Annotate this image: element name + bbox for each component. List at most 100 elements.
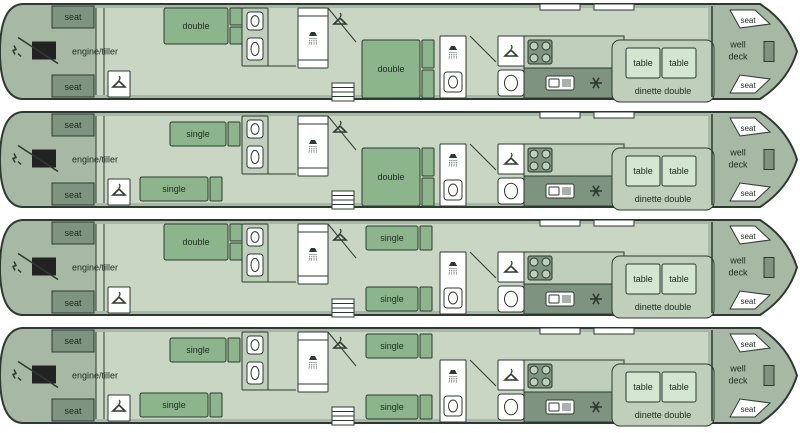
table-right-label: table	[669, 382, 689, 392]
single-bed-aft-bottom-label: single	[162, 400, 186, 410]
toilet-icon	[246, 11, 264, 31]
hatch-top	[539, 111, 581, 119]
stern-seat-top	[51, 329, 95, 353]
single-bed-aft-bottom: single	[139, 392, 223, 418]
stern-seat-bottom	[51, 290, 95, 314]
hatch-top-2	[593, 327, 635, 335]
table-right-label: table	[669, 166, 689, 176]
hanger-icon	[111, 399, 127, 412]
hanger-icon	[111, 291, 127, 304]
stern-seat-bottom-label: seat	[64, 82, 82, 92]
shower-icon	[308, 32, 317, 46]
hanger-icon	[503, 44, 519, 57]
hatch-top-2	[593, 111, 635, 119]
engine-block	[32, 257, 56, 276]
well-deck-label-1: well	[729, 40, 746, 50]
fridge-snowflake-icon	[590, 77, 602, 89]
steps-icon	[331, 406, 355, 426]
table-left-label: table	[633, 274, 653, 284]
stern-seat-top	[51, 221, 95, 245]
galley-bottom	[523, 391, 625, 423]
table-right	[661, 263, 697, 295]
stern-seat-bottom	[51, 182, 95, 206]
engine-block	[32, 149, 56, 168]
double-bed-aft-label: double	[182, 237, 209, 247]
dinette-label: dinette double	[635, 86, 692, 96]
bow-seat-bottom-label: seat	[740, 297, 756, 306]
well-deck-label-2: deck	[728, 160, 748, 170]
double-bed-mid: double	[361, 39, 435, 99]
stern-seat-top-label: seat	[64, 228, 82, 238]
table-left-label: table	[633, 58, 653, 68]
tiller-icon	[11, 360, 59, 389]
single-bed-mid-bottom-label: single	[380, 402, 404, 412]
wardrobe	[107, 394, 131, 422]
shower-icon	[448, 370, 457, 384]
hanger-icon	[111, 183, 127, 196]
single-bed-mid-top-label: single	[380, 341, 404, 351]
bow-seat-top-label: seat	[740, 16, 756, 25]
bow-seat-top	[729, 9, 772, 29]
steps-icon	[331, 190, 355, 210]
bow-seat-top	[729, 225, 772, 245]
boat-layout-2: seatseatengine/tillersinglesingledoublet…	[0, 111, 799, 211]
hatch-top-2	[593, 219, 635, 227]
hanger-icon	[503, 368, 519, 381]
fridge-snowflake-icon	[590, 185, 602, 197]
stern-seat-bottom-label: seat	[64, 190, 82, 200]
toilet-icon	[246, 145, 264, 169]
stern-seat-bottom-label: seat	[64, 406, 82, 416]
table-left	[625, 263, 661, 295]
stern-seat-bottom	[51, 398, 95, 422]
wardrobe	[107, 286, 131, 314]
bow-seat-top-label: seat	[740, 340, 756, 349]
shower-aft	[297, 115, 329, 177]
tiller-icon	[11, 252, 59, 281]
shower-icon	[448, 46, 457, 60]
tiller-icon	[11, 36, 59, 65]
sink-icon	[545, 183, 575, 199]
single-bed-aft-top: single	[169, 337, 241, 363]
hatch-top	[539, 327, 581, 335]
table-right-label: table	[669, 58, 689, 68]
double-bed-mid-label: double	[377, 64, 404, 74]
toilet-icon	[246, 361, 264, 385]
table-right	[661, 47, 697, 79]
toilet-icon	[443, 287, 463, 309]
single-bed-mid-bottom: single	[365, 286, 433, 312]
shower-icon	[448, 154, 457, 168]
table-right	[661, 155, 697, 187]
well-deck-label-2: deck	[728, 376, 748, 386]
engine-block	[32, 41, 56, 60]
boat-layout-4: seatseatengine/tillersinglesinglesingles…	[0, 327, 799, 427]
toilet-icon	[497, 177, 525, 205]
sink-icon	[545, 399, 575, 415]
hatch-top-2	[593, 3, 635, 11]
sink-icon	[545, 75, 575, 91]
toilet-icon	[443, 179, 463, 201]
bow-hatch	[763, 257, 775, 278]
single-bed-aft-top: single	[169, 121, 241, 147]
single-bed-mid-top: single	[365, 333, 433, 359]
shower-icon	[308, 356, 317, 370]
single-bed-mid-bottom: single	[365, 394, 433, 420]
shower-icon	[308, 248, 317, 262]
hanger-icon	[111, 75, 127, 88]
dinette-label: dinette double	[635, 194, 692, 204]
well-deck-label-2: deck	[728, 268, 748, 278]
single-bed-aft-top-label: single	[186, 345, 210, 355]
toilet-icon	[497, 285, 525, 313]
bow-seat-bottom-label: seat	[740, 81, 756, 90]
bow-hatch	[763, 365, 775, 386]
shower-icon	[448, 262, 457, 276]
bow-seat-bottom-label: seat	[740, 189, 756, 198]
table-right-label: table	[669, 274, 689, 284]
shower-aft	[297, 7, 329, 69]
stern-seat-top	[51, 5, 95, 29]
stern-seat-top-label: seat	[64, 12, 82, 22]
dinette-label: dinette double	[635, 302, 692, 312]
table-left	[625, 155, 661, 187]
shower-aft	[297, 331, 329, 393]
single-bed-aft-top-label: single	[186, 129, 210, 139]
